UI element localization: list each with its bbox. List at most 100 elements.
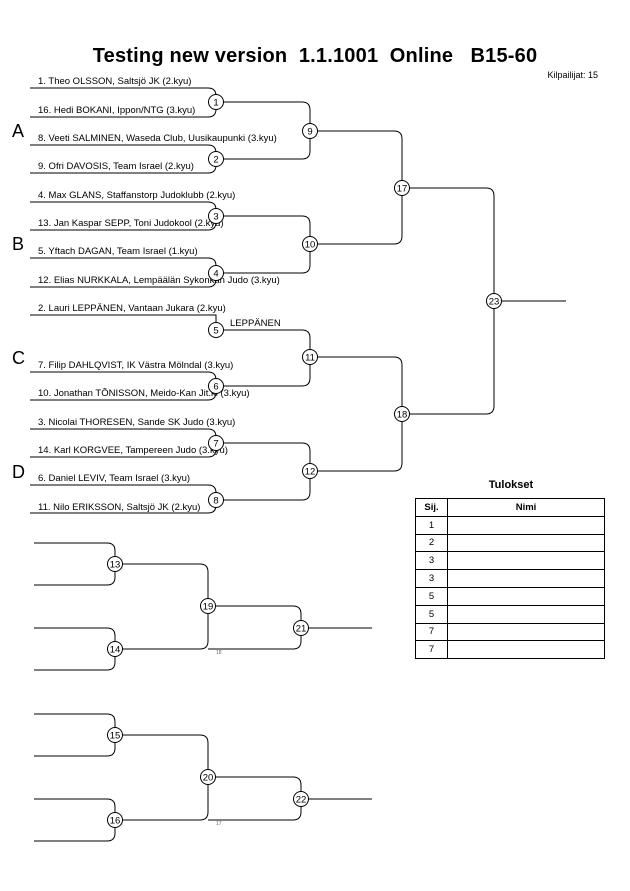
pool-label: B: [12, 234, 24, 254]
match-circle: [208, 151, 224, 167]
match-circle: [302, 463, 318, 479]
name-cell: [447, 622, 605, 642]
match-circle: [208, 322, 224, 338]
results-table: Sij. Nimi 1 2 3 3 5 5 7 7: [415, 498, 605, 660]
page-title: Testing new version 1.1.1001 Online B15-…: [92, 45, 538, 67]
match-number: 23: [489, 297, 500, 308]
match-number: 7: [213, 439, 218, 450]
match-number: 19: [203, 602, 214, 613]
name-column-header: Nimi: [447, 498, 605, 517]
table-row: 7: [415, 640, 605, 660]
competitor-name: 9. Ofri DAVOSIS, Team Israel (2.kyu): [38, 161, 194, 172]
competitor-name: 5. Yftach DAGAN, Team Israel (1.kyu): [38, 246, 198, 257]
match-number: 6: [213, 382, 218, 393]
match-number: 3: [213, 212, 218, 223]
match-circle: [107, 812, 123, 828]
competitor-name: 3. Nicolai THORESEN, Sande SK Judo (3.ky…: [38, 417, 235, 428]
match-circle: [293, 620, 309, 636]
table-row: 5: [415, 604, 605, 624]
match-number: 20: [203, 773, 214, 784]
competitor-name: 6. Daniel LEVIV, Team Israel (3.kyu): [38, 473, 190, 484]
match-number: 11: [305, 353, 315, 364]
participant-count: Kilpailijat: 15: [547, 70, 598, 80]
small-note: 17: [216, 821, 222, 827]
winner-note: LEPPÄNEN: [230, 318, 281, 329]
rank-cell: 2: [415, 533, 448, 553]
competitor-name: 11. Nilo ERIKSSON, Saltsjö JK (2.kyu): [38, 502, 200, 513]
match-circle: [208, 492, 224, 508]
rank-cell: 1: [415, 515, 448, 535]
match-number: 12: [305, 467, 316, 478]
match-circle: [107, 556, 123, 572]
match-number: 13: [110, 560, 121, 571]
match-circle: [208, 435, 224, 451]
match-number: 14: [110, 645, 121, 656]
rank-cell: 5: [415, 604, 448, 624]
competitor-name: 4. Max GLANS, Staffanstorp Judoklubb (2.…: [38, 190, 235, 201]
match-number: 8: [213, 496, 218, 507]
competitor-name: 14. Karl KORGVEE, Tampereen Judo (3.kyu): [38, 445, 228, 456]
match-circle: [200, 769, 216, 785]
name-cell: [447, 515, 605, 535]
match-circle: [200, 598, 216, 614]
results-header-row: Sij. Nimi: [415, 498, 605, 517]
match-circle: [208, 378, 224, 394]
rank-cell: 3: [415, 551, 448, 571]
name-cell: [447, 604, 605, 624]
rank-cell: 7: [415, 622, 448, 642]
competitor-name: 1. Theo OLSSON, Saltsjö JK (2.kyu): [38, 76, 191, 87]
match-circle: [486, 293, 502, 309]
match-circle: [208, 94, 224, 110]
table-row: 3: [415, 551, 605, 571]
match-number: 21: [296, 624, 307, 635]
match-number: 15: [110, 731, 121, 742]
match-number: 22: [296, 795, 307, 806]
match-number: 1: [213, 98, 218, 109]
pool-label: C: [12, 348, 25, 368]
results-title: Tulokset: [488, 479, 534, 491]
match-circle: [302, 349, 318, 365]
table-row: 3: [415, 569, 605, 588]
table-row: 5: [415, 586, 605, 606]
competitor-name: 2. Lauri LEPPÄNEN, Vantaan Jukara (2.kyu…: [38, 303, 226, 314]
competitor-name: 13. Jan Kaspar SEPP, Toni Judokool (2.ky…: [38, 218, 224, 229]
match-circle: [394, 180, 410, 196]
name-cell: [447, 569, 605, 588]
competitor-name: 12. Elias NURKKALA, Lempäälän Sykonkan J…: [38, 275, 280, 286]
name-cell: [447, 533, 605, 553]
match-circle: [107, 641, 123, 657]
match-number: 2: [213, 155, 218, 166]
match-circle: [394, 406, 410, 422]
table-row: 7: [415, 622, 605, 642]
match-circle: [293, 791, 309, 807]
match-circle: [107, 727, 123, 743]
match-circle: [208, 208, 224, 224]
competitor-name: 8. Veeti SALMINEN, Waseda Club, Uusikaup…: [38, 133, 277, 144]
rank-column-header: Sij.: [415, 498, 448, 517]
table-row: 1: [415, 515, 605, 535]
name-cell: [447, 586, 605, 606]
competitor-name: 7. Filip DAHLQVIST, IK Västra Mölndal (3…: [38, 360, 233, 371]
table-row: 2: [415, 533, 605, 553]
small-note: 18: [216, 650, 222, 656]
match-circle: [302, 123, 318, 139]
match-number: 5: [213, 326, 218, 337]
pool-label: D: [12, 462, 25, 482]
match-number: 18: [397, 410, 408, 421]
name-cell: [447, 640, 605, 660]
pool-label: A: [12, 121, 24, 141]
competitor-name: 16. Hedi BOKANI, Ippon/NTG (3.kyu): [38, 105, 195, 116]
match-number: 16: [110, 816, 121, 827]
name-cell: [447, 551, 605, 571]
rank-cell: 5: [415, 586, 448, 606]
rank-cell: 3: [415, 569, 448, 588]
match-circle: [302, 236, 318, 252]
rank-cell: 7: [415, 640, 448, 660]
match-circle: [208, 265, 224, 281]
match-number: 9: [307, 127, 312, 138]
match-number: 17: [397, 184, 408, 195]
competitor-name: 10. Jonathan TÕNISSON, Meido-Kan Jit.ki …: [38, 388, 250, 399]
match-number: 10: [305, 240, 316, 251]
match-number: 4: [213, 269, 218, 280]
